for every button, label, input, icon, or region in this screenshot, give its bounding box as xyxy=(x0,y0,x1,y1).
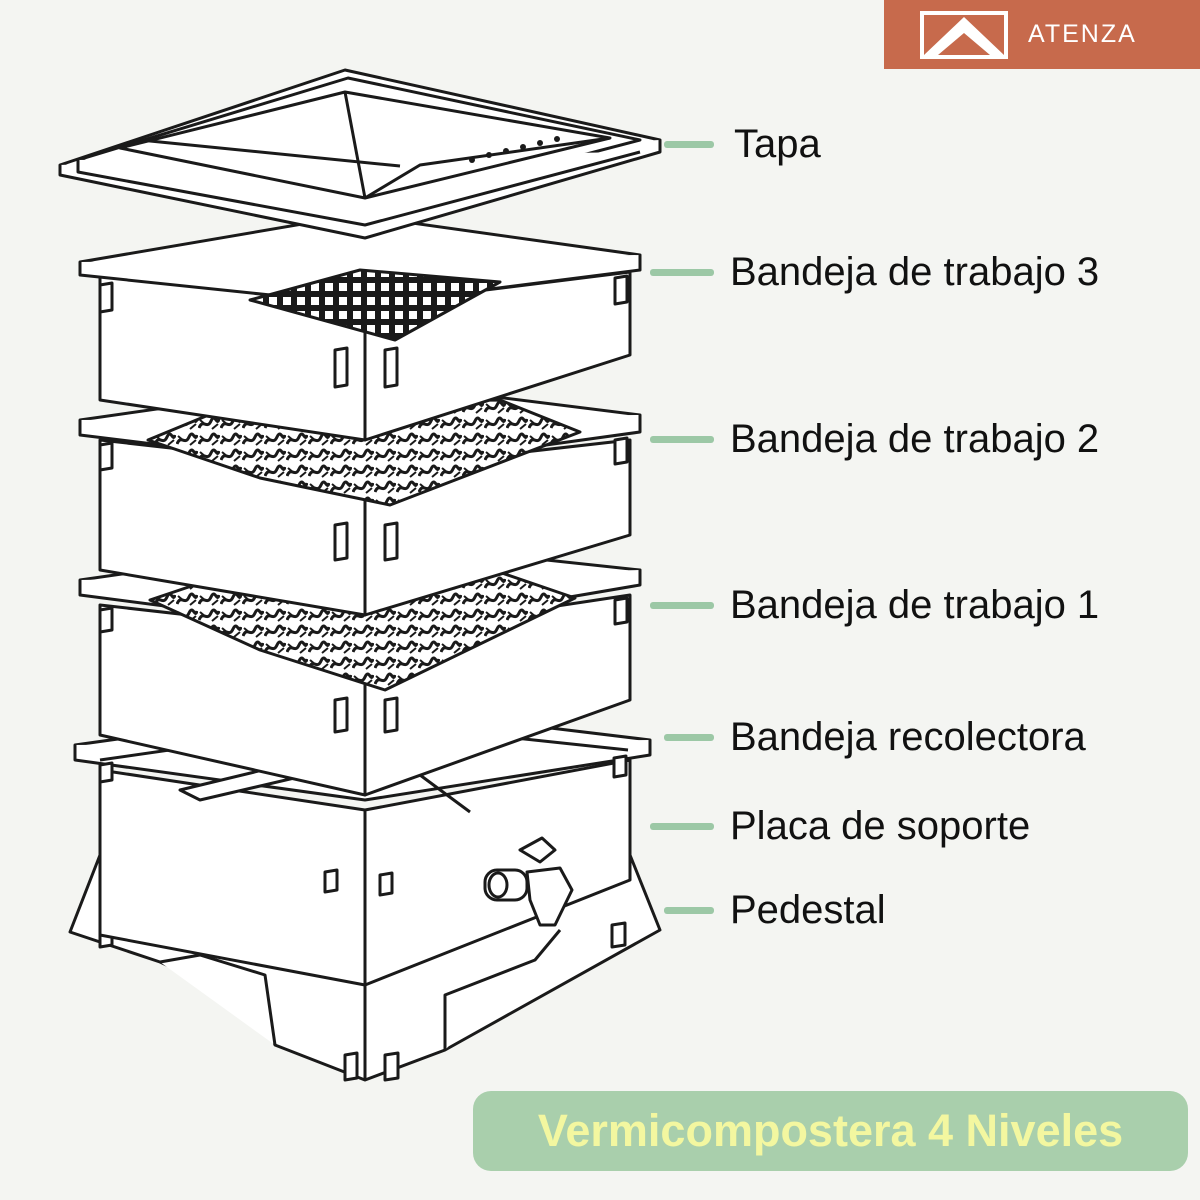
working-tray-2 xyxy=(78,378,642,617)
page-title: Vermicompostera 4 Niveles xyxy=(537,1105,1124,1156)
brand-name: ATENZA xyxy=(1028,20,1137,48)
working-tray-3 xyxy=(78,213,642,442)
lid xyxy=(58,68,662,240)
lid-vent-holes xyxy=(469,136,560,163)
brand-header: ATENZA xyxy=(884,0,1200,69)
title-badge: Vermicompostera 4 Niveles xyxy=(473,1091,1188,1171)
mountain-logo-icon xyxy=(920,10,1008,59)
